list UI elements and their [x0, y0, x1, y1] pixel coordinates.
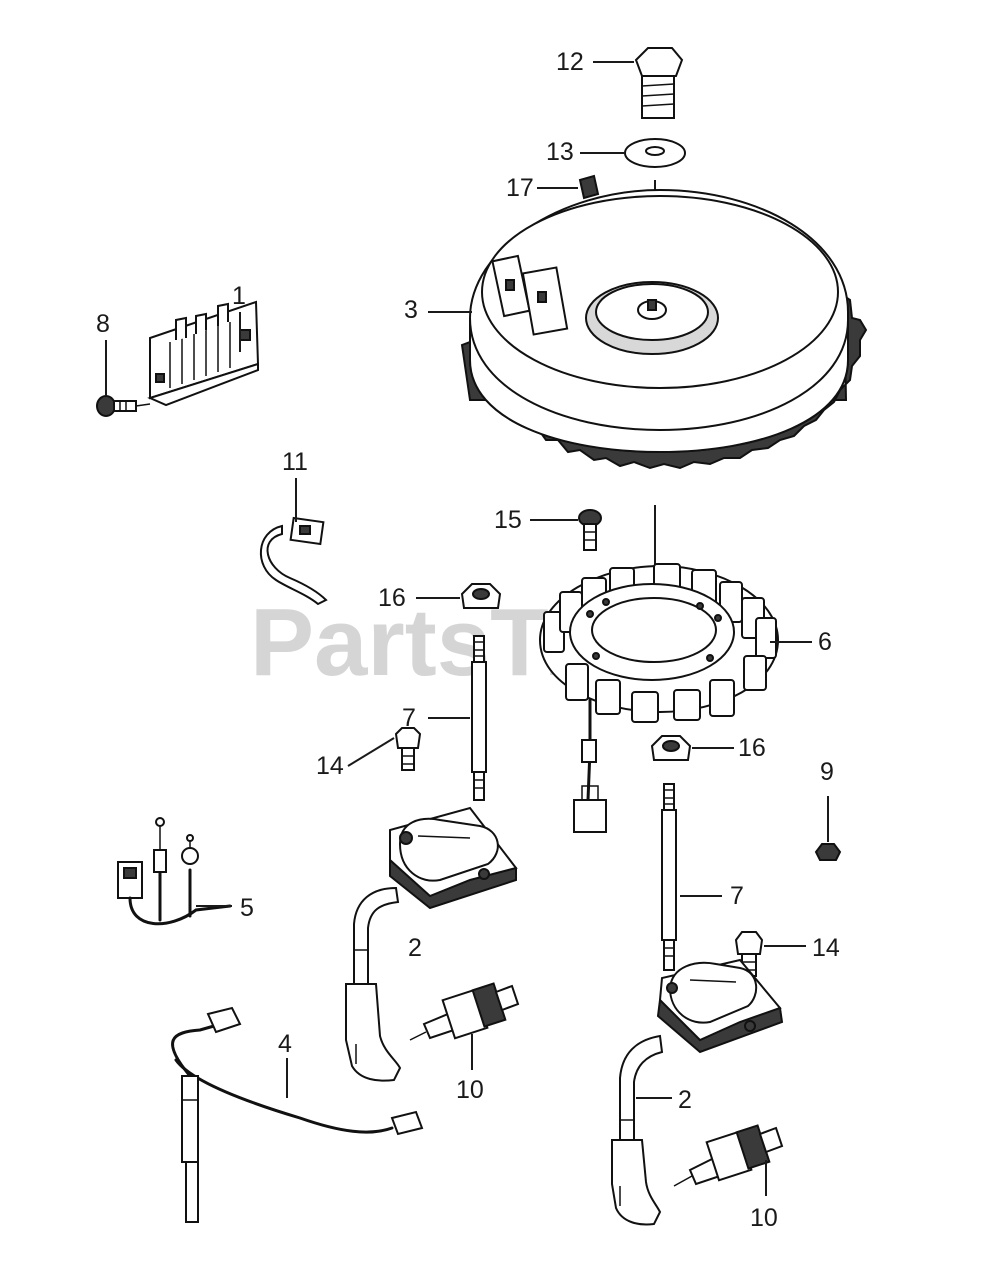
part-ignition-coil-2-left[interactable] — [345, 806, 518, 1082]
part-stud-7-right[interactable] — [661, 783, 677, 971]
callout-16-upper: 16 — [378, 584, 406, 612]
callout-12: 12 — [556, 48, 584, 76]
part-harness-5[interactable] — [117, 817, 232, 926]
part-ignition-coil-2-right[interactable] — [611, 958, 784, 1226]
part-ground-wire-4[interactable] — [171, 1006, 424, 1223]
callout-15: 15 — [494, 506, 522, 534]
callout-7-left: 7 — [402, 704, 416, 732]
part-screw-15[interactable] — [578, 509, 602, 551]
callout-8: 8 — [96, 310, 110, 338]
leader-line-14-left — [347, 737, 395, 767]
part-key-17[interactable] — [578, 174, 600, 200]
callout-10-left: 10 — [456, 1076, 484, 1104]
part-nut-16-lower[interactable] — [650, 735, 692, 761]
part-screw-8[interactable] — [96, 395, 151, 417]
callout-9: 9 — [820, 758, 834, 786]
callout-6: 6 — [818, 628, 832, 656]
part-spark-plug-10-left[interactable] — [409, 982, 520, 1041]
callout-2-left: 2 — [408, 934, 422, 962]
callout-14-right: 14 — [812, 934, 840, 962]
callout-4: 4 — [278, 1030, 292, 1058]
part-rectifier-1[interactable] — [147, 300, 260, 407]
part-flywheel-3[interactable] — [460, 188, 868, 470]
callout-2-right: 2 — [678, 1086, 692, 1114]
callout-7-right: 7 — [730, 882, 744, 910]
part-wire-clip-11[interactable] — [260, 516, 328, 606]
callout-13: 13 — [546, 138, 574, 166]
callout-14-left: 14 — [316, 752, 344, 780]
part-stud-7-left[interactable] — [471, 635, 487, 801]
part-stator-6[interactable] — [538, 563, 780, 833]
part-bolt-14-left[interactable] — [394, 727, 422, 771]
callout-1: 1 — [232, 282, 246, 310]
callout-10-right: 10 — [750, 1204, 778, 1232]
part-nut-16-upper[interactable] — [460, 583, 502, 609]
part-spark-plug-10-right[interactable] — [673, 1124, 784, 1187]
part-bolt-12[interactable] — [634, 47, 684, 119]
callout-16-lower: 16 — [738, 734, 766, 762]
callout-5: 5 — [240, 894, 254, 922]
part-nut-9[interactable] — [814, 843, 842, 861]
callout-3: 3 — [404, 296, 418, 324]
callout-11: 11 — [282, 448, 308, 476]
callout-17: 17 — [506, 174, 534, 202]
part-washer-13[interactable] — [624, 138, 686, 168]
